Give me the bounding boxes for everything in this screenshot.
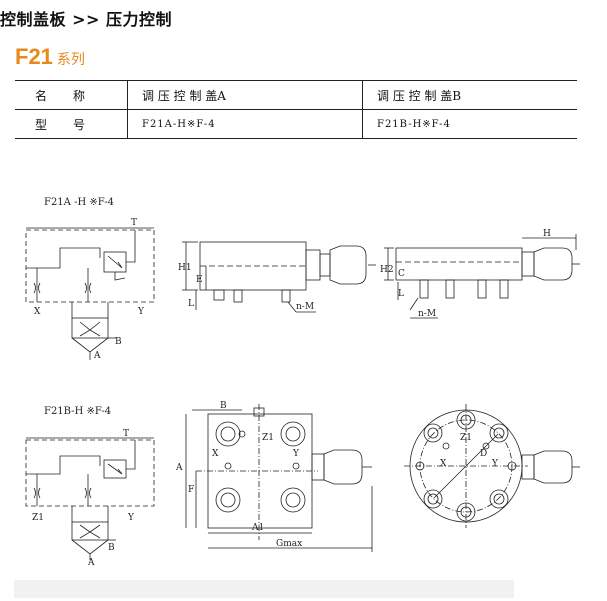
table-row: 型号 F21A-H※F-4 F21B-H※F-4 (15, 109, 577, 139)
spec-table: 名称 调 压 控 制 盖A 调 压 控 制 盖B 型号 F21A-H※F-4 F… (15, 80, 577, 139)
schematic-a: F21A -H ※F-4 T X Y B A (25, 197, 155, 361)
port-label-y-b: Y (127, 513, 135, 523)
side-view-a: H1 E L n-M (178, 241, 376, 313)
row-label-name: 名称 (15, 80, 128, 110)
dim-b: B (220, 401, 227, 411)
port-label-x: X (34, 307, 41, 317)
series-suffix: 系列 (56, 52, 85, 68)
dim-a: A (175, 463, 183, 473)
port-label-a-b: A (87, 558, 95, 568)
port-label-b: B (115, 337, 122, 347)
dim-d: D (480, 449, 487, 459)
dim-l-b: L (398, 289, 404, 299)
port-label-t: T (131, 218, 137, 228)
label-nm-b: n-M (418, 309, 436, 319)
cell-model-b: F21B-H※F-4 (362, 109, 577, 139)
front-view: B A F X Y Z1 A1 Gmax (175, 401, 373, 552)
front-label-z1: Z1 (262, 433, 274, 443)
dim-gmax: Gmax (276, 539, 302, 549)
dim-e: E (196, 275, 203, 285)
dim-h: H (543, 229, 551, 239)
dim-h2: H2 (380, 265, 394, 275)
footer-bar (14, 580, 514, 598)
round-label-z1: Z1 (460, 433, 472, 443)
row-label-model: 型号 (15, 109, 128, 139)
front-label-y: Y (292, 449, 300, 459)
port-label-a: A (93, 351, 101, 361)
cell-model-a: F21A-H※F-4 (127, 109, 363, 139)
front-label-x: X (212, 449, 219, 459)
port-label-t-b: T (123, 429, 129, 439)
schematic-b-title: F21B-H ※F-4 (44, 406, 111, 417)
port-label-z1: Z1 (32, 513, 44, 523)
round-view: Z1 X Y D (404, 404, 580, 528)
dim-l: L (188, 299, 194, 309)
breadcrumb[interactable]: 控制盖板 >> 压力控制 (0, 10, 172, 29)
port-label-y: Y (137, 307, 145, 317)
schematic-b: F21B-H ※F-4 T Z1 Y B A (25, 406, 155, 568)
side-view-b: H H2 C L n-M (380, 229, 580, 319)
port-label-b-b: B (108, 543, 115, 553)
schematic-a-title: F21A -H ※F-4 (44, 197, 114, 208)
round-label-y: Y (491, 459, 499, 469)
label-nm-a: n-M (296, 302, 314, 312)
dim-c: C (398, 269, 405, 279)
series-code: F21 (15, 44, 53, 69)
round-label-x: X (440, 459, 447, 469)
dim-f: F (188, 485, 194, 495)
dim-a1: A1 (251, 523, 264, 533)
dim-h1: H1 (178, 263, 192, 273)
